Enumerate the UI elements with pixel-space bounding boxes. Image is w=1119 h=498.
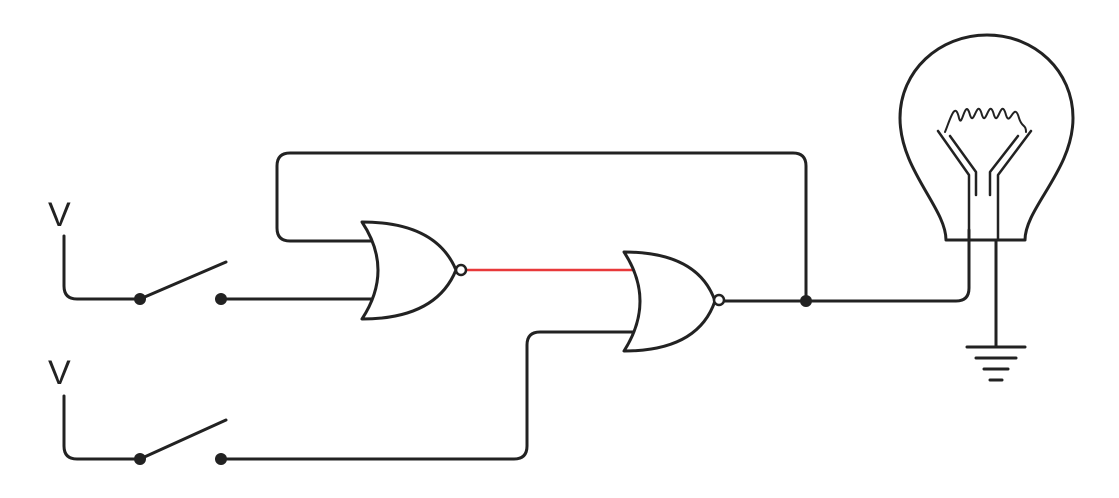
bulb-lead-left — [936, 129, 971, 242]
nor-gate-1-body — [360, 220, 458, 321]
nor-gate-2-body — [622, 250, 717, 353]
switch-b: V — [48, 354, 228, 465]
bulb-glass — [898, 33, 1075, 242]
ground-symbol-icon — [965, 345, 1027, 382]
output-junction-node — [800, 295, 812, 307]
bulb-filament — [944, 107, 1027, 133]
switch-b-voltage-label: V — [48, 354, 71, 392]
switch-a-input-wire — [62, 234, 142, 301]
bulb-stem-inner — [948, 134, 1020, 197]
nor-gate-1-inversion-bubble — [454, 263, 468, 277]
switch-b-input-wire — [62, 394, 142, 461]
switch-a-lever — [138, 260, 228, 301]
nor-gate-1 — [360, 220, 468, 321]
output-wire — [723, 228, 971, 303]
nor-gate-2-inversion-bubble — [712, 293, 726, 307]
switch-a-voltage-label: V — [48, 196, 71, 234]
switch-a-pivot-contact — [134, 293, 146, 305]
bulb-lead-right — [996, 129, 1033, 242]
feedback-wire — [275, 151, 808, 303]
nor-gate-2 — [622, 250, 726, 353]
wire-switch-b-to-gate-2 — [219, 330, 639, 461]
switch-b-lever — [138, 418, 228, 461]
switch-b-pivot-contact — [134, 453, 146, 465]
switch-a: V — [48, 196, 228, 305]
light-bulb-icon — [898, 33, 1075, 242]
